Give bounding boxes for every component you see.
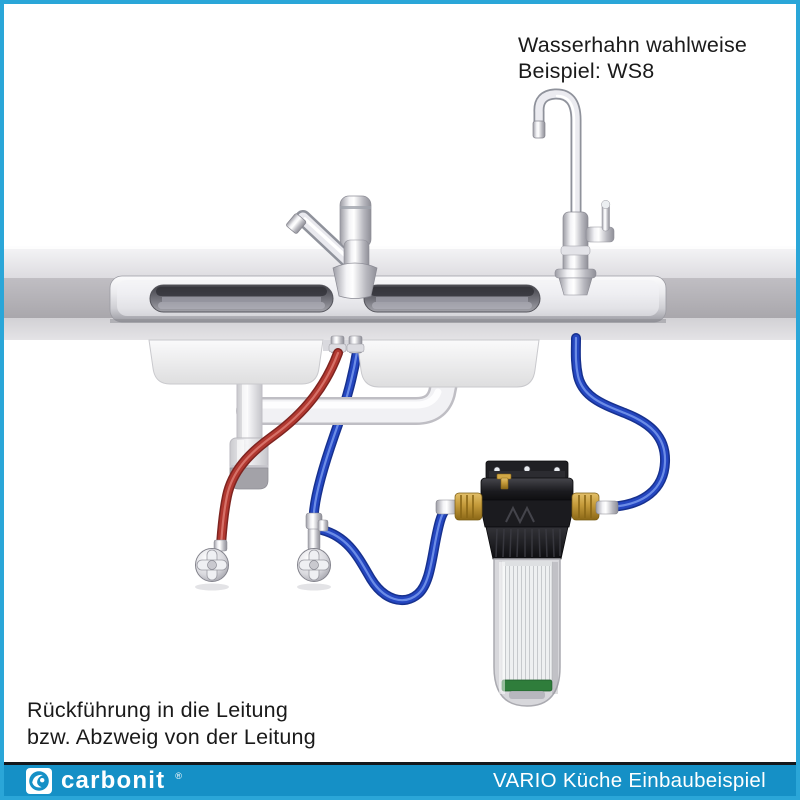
filter-cartridge	[501, 561, 553, 681]
return-annotation-line1: Rückführung in die Leitung	[27, 698, 288, 722]
return-annotation-line2: bzw. Abzweig von der Leitung	[27, 725, 316, 749]
faucet-aerator	[286, 213, 307, 234]
brand-name: carbonit	[61, 767, 166, 794]
cartridge-green-ring	[501, 679, 553, 692]
angle-valve-left	[195, 548, 229, 591]
carbonit-logo-icon	[26, 768, 52, 794]
filter-head	[478, 471, 576, 528]
registered-mark: ®	[175, 771, 182, 781]
blue-tube-valve-to-filter	[317, 502, 456, 606]
faucet-annotation: Wasserhahn wahlweise Beispiel: WS8	[518, 32, 747, 84]
filter-faucet-lever	[585, 200, 615, 243]
sink-opening-right	[363, 284, 541, 313]
filter-outlet-port	[571, 492, 619, 521]
red-return-tube	[216, 348, 343, 550]
kitchen-faucet	[286, 195, 378, 299]
angle-valve-right	[297, 548, 331, 591]
filter-faucet-ws8	[532, 88, 615, 296]
sink-rim	[109, 275, 667, 323]
filter-faucet-spout-tip	[532, 120, 546, 139]
return-annotation: Rückführung in die Leitung bzw. Abzweig …	[27, 697, 316, 751]
faucet-supply-nipples	[328, 335, 365, 354]
brand-logo: carbonit ®	[26, 768, 182, 794]
vent-screw	[496, 473, 512, 490]
footer-bar: carbonit ® VARIO Küche Einbaubeispiel	[0, 765, 800, 797]
tee-fitting	[305, 512, 329, 551]
footer-caption: VARIO Küche Einbaubeispiel	[493, 769, 766, 792]
blue-tube-faucet-feed	[309, 347, 362, 529]
filter-inlet-port	[435, 492, 483, 521]
sink-bowls-underside	[148, 339, 540, 388]
faucet-annotation-line1: Wasserhahn wahlweise	[518, 33, 748, 57]
blue-tube-filter-to-faucet	[570, 333, 670, 512]
footer-separator	[0, 762, 800, 765]
water-filter-unit	[435, 460, 619, 707]
filter-collar	[485, 526, 569, 560]
sink-opening-left	[149, 284, 334, 313]
filter-housing	[493, 558, 561, 707]
faucet-annotation-line2: Beispiel: WS8	[518, 59, 655, 83]
